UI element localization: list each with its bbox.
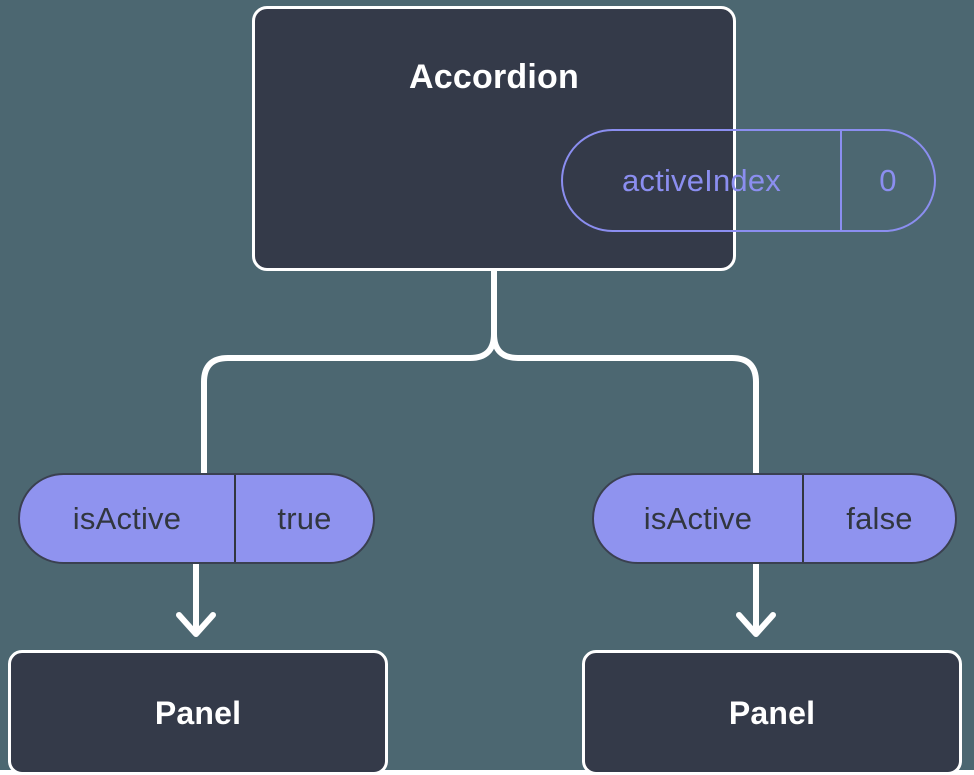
prop-badge-key: isActive (20, 475, 236, 562)
arrowhead-left-icon (176, 612, 216, 637)
state-badge-key: activeIndex (563, 131, 842, 230)
prop-badge-key: isActive (594, 475, 804, 562)
prop-badge-value: false (846, 500, 913, 536)
component-card-panel-right[interactable]: Panel (582, 650, 962, 775)
arrowhead-right-icon (736, 612, 776, 637)
prop-badge-isactive-right[interactable]: isActive false (592, 473, 957, 564)
prop-badge-value: true (277, 500, 332, 536)
state-badge-value: 0 (879, 162, 897, 198)
accordion-title: Accordion (409, 58, 579, 96)
component-card-panel-left[interactable]: Panel (8, 650, 388, 775)
connector-branch-right (491, 331, 759, 476)
component-card-accordion[interactable]: Accordion activeIndex 0 (252, 6, 936, 271)
state-badge-activeindex[interactable]: activeIndex 0 (561, 129, 936, 232)
panel-title: Panel (154, 695, 242, 731)
panel-title: Panel (728, 695, 816, 731)
connector-branch-left (201, 331, 497, 476)
prop-badge-isactive-left[interactable]: isActive true (18, 473, 375, 564)
